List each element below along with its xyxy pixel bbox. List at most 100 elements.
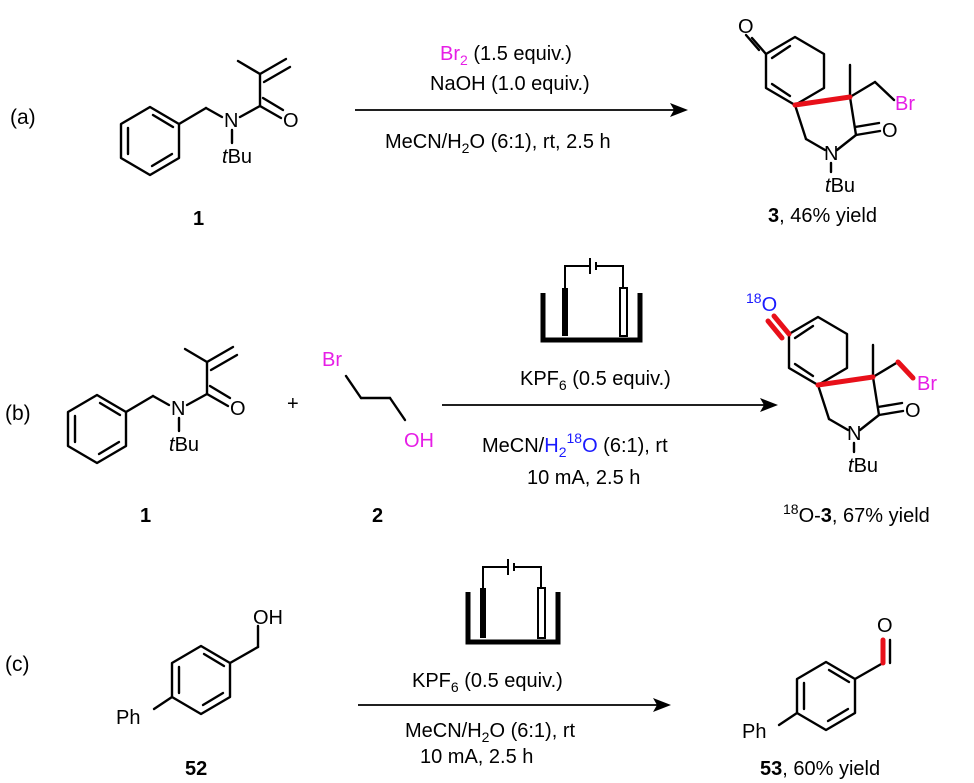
atom-t: t — [825, 175, 832, 197]
cyclohexadienone-ring — [787, 315, 849, 387]
ph-group: Ph — [116, 707, 140, 729]
conditions-b: MeCN/H218O (6:1), rt — [482, 430, 668, 460]
n-co-bond — [185, 392, 209, 407]
lactam-carbonyl-double — [876, 401, 904, 409]
aromatic-double-bond — [97, 440, 121, 456]
ring-double-bond — [770, 82, 792, 98]
anode-electrode — [480, 588, 486, 638]
wire-right — [515, 566, 542, 588]
tbu-group: tBu — [222, 146, 252, 168]
cond-b-iso: 18 — [566, 430, 582, 446]
panel-c-label: (c) — [5, 653, 30, 676]
ring-double-bond — [793, 362, 815, 378]
product-53-label: 53 — [760, 758, 782, 780]
compound-1-label: 1 — [193, 208, 204, 230]
ring-double-bond — [793, 324, 815, 340]
new-cc-bond — [815, 374, 876, 388]
wire-left — [482, 566, 507, 588]
ar-ph-bond — [152, 695, 174, 711]
cond-c-post: O (6:1), rt — [489, 720, 575, 742]
reagent-kpf6: KPF6 (0.5 equiv.) — [520, 368, 671, 393]
cq-ch2br-bond — [848, 80, 877, 99]
atom-n-lactam: N — [824, 143, 838, 165]
atom-t: t — [169, 434, 176, 456]
panel-c: (c) OH Ph 52 KPF6 (0.5 equiv.) — [5, 559, 893, 780]
compound-2-label: 2 — [372, 505, 383, 527]
conditions-a: MeCN/H2O (6:1), rt, 2.5 h — [385, 131, 611, 156]
ch2-br-bond — [873, 80, 896, 102]
atom-o-18: 18O — [746, 290, 777, 316]
plus-sign: + — [287, 393, 299, 415]
ch2-n-bond — [804, 137, 827, 152]
vinyl-bond — [205, 345, 235, 364]
atom-n-lactam: N — [847, 423, 861, 445]
n-co-bond — [238, 104, 262, 119]
benzene-ring — [119, 105, 181, 177]
atom-t: t — [222, 146, 229, 168]
product-18o-3-caption: 18O-3, 67% yield — [783, 501, 930, 527]
atom-o: O — [230, 398, 246, 420]
br2-subscript: 2 — [460, 52, 468, 68]
ring-double-bond — [770, 44, 792, 60]
cond-c-pre: MeCN/H — [405, 720, 482, 742]
benzene-ring — [170, 644, 232, 716]
aromatic-double-bond — [150, 152, 174, 168]
benzyl-bond — [177, 106, 208, 126]
cell-beaker — [465, 592, 561, 645]
product-yield: , 67% yield — [832, 505, 930, 527]
product-3-label: 3 — [821, 505, 832, 527]
arrowhead-a — [670, 103, 688, 117]
kpf-amount: (0.5 equiv.) — [459, 670, 563, 692]
compound-3-structure: O Br O N tBu — [738, 16, 915, 197]
atom-bu: Bu — [228, 146, 252, 168]
caption-o: O- — [799, 505, 821, 527]
conditions-c: MeCN/H2O (6:1), rt — [405, 720, 575, 745]
compound-1-label: 1 — [140, 505, 151, 527]
vinyl-double-bond — [209, 353, 239, 372]
conditions-b-line2: 10 mA, 2.5 h — [527, 467, 640, 489]
cathode-electrode — [537, 587, 546, 639]
cond-b-h-sub: 2 — [559, 444, 567, 460]
ch2-n-bond — [151, 394, 171, 407]
labeled-carbonyl-double-bond — [765, 318, 785, 341]
aromatic-double-bond — [202, 652, 226, 668]
panel-a: (a) N O tBu 1 Br2 (1.5 equiv.) NaOH (1.0 — [10, 16, 915, 230]
carbonyl-double-bond — [744, 33, 761, 52]
methyl-bond — [183, 347, 209, 364]
new-c-br-bond — [895, 359, 916, 381]
cq-ch2br-bond — [871, 360, 900, 379]
compound-1-structure: N O tBu — [66, 345, 246, 465]
tbu-group: tBu — [169, 434, 199, 456]
carbonyl-bond — [258, 104, 283, 120]
compound-18o-3-structure: 18O Br O N tBu — [746, 290, 937, 477]
methyl-bond — [236, 59, 262, 76]
ar-cho-bond — [853, 661, 885, 681]
ch2-n-bond — [204, 106, 224, 119]
benzene-ring — [66, 393, 128, 465]
cond-b-o: O — [582, 435, 598, 457]
anode-electrode — [562, 288, 568, 336]
atom-o-aldehyde: O — [877, 615, 893, 637]
cond-b-h: H — [544, 435, 558, 457]
aromatic-double-bond — [98, 401, 122, 417]
compound-52-label: 52 — [185, 758, 207, 780]
br-ch2-bond — [344, 374, 363, 400]
product-53-yield: , 60% yield — [782, 758, 880, 780]
cond-c-sub: 2 — [482, 729, 490, 745]
aromatic-double-bond — [151, 113, 175, 129]
vinyl-double-bond — [262, 65, 292, 84]
lactam-carbonyl — [854, 129, 882, 137]
atom-br: Br — [895, 93, 915, 115]
labeled-carbonyl-bond — [771, 313, 792, 337]
n-co-bond — [835, 133, 858, 152]
lactam-carbonyl-double — [853, 121, 881, 129]
atom-t: t — [848, 455, 855, 477]
cond-b-pre: MeCN/ — [482, 435, 545, 457]
aromatic-double-bond — [827, 668, 851, 684]
electrolysis-cell-icon — [540, 258, 643, 343]
atom-br: Br — [322, 349, 342, 371]
vinyl-bond — [258, 57, 288, 76]
atom-n: N — [171, 398, 185, 420]
electrolysis-cell-icon — [465, 559, 561, 645]
panel-b: (b) N O tBu 1 + Br — [5, 258, 937, 527]
